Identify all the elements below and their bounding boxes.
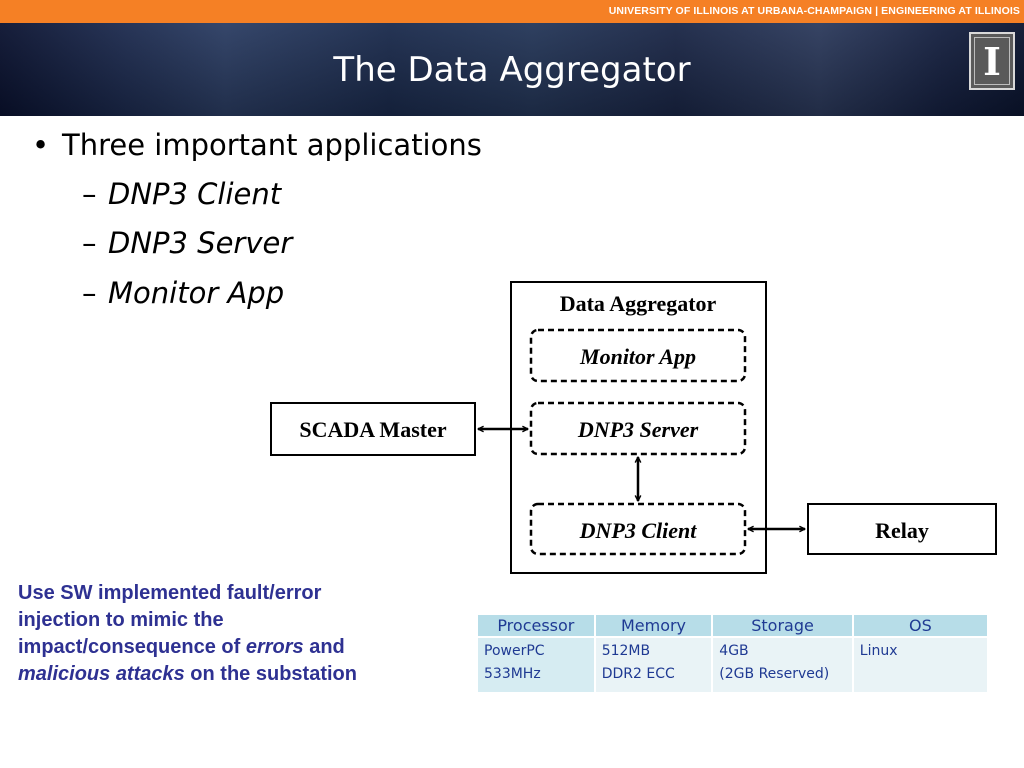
note-text-2: on the substation — [184, 663, 357, 685]
bullet-main: • Three important applications — [32, 128, 482, 162]
illinois-logo-icon: I — [969, 32, 1015, 90]
cell-line: PowerPC — [484, 643, 545, 659]
sub-bullet-dnp3-server: –DNP3 Server — [82, 226, 292, 260]
dash-marker: – — [82, 177, 97, 211]
monitor-app-label: Monitor App — [579, 344, 696, 369]
dnp3-client-box — [529, 502, 747, 556]
sub-bullet-text: Monitor App — [108, 276, 285, 310]
top-banner-bar: UNIVERSITY OF ILLINOIS AT URBANA-CHAMPAI… — [0, 0, 1024, 23]
header-storage: Storage — [711, 613, 854, 638]
relay-label: Relay — [875, 518, 929, 543]
scada-master-box — [270, 402, 476, 456]
dash-marker: – — [82, 276, 97, 310]
note-errors: errors — [245, 636, 304, 658]
sub-bullet-text: DNP3 Client — [108, 177, 282, 211]
sub-bullet-text: DNP3 Server — [108, 226, 293, 260]
bullet-main-text: Three important applications — [62, 128, 482, 162]
cell-line: Linux — [859, 643, 898, 659]
cell-line: DDR2 ECC — [601, 666, 675, 682]
cell-line: 533MHz — [484, 666, 541, 682]
note-malicious-attacks: malicious attacks — [18, 663, 185, 685]
university-banner-text: UNIVERSITY OF ILLINOIS AT URBANA-CHAMPAI… — [608, 5, 1020, 17]
title-banner — [0, 23, 1024, 116]
bullet-dot-icon: • — [32, 128, 50, 162]
cell-line: 512MB — [601, 643, 651, 659]
cell-line: (2GB Reserved) — [719, 666, 830, 682]
logo-letter: I — [974, 37, 1010, 85]
data-aggregator-label: Data Aggregator — [560, 291, 717, 316]
header-memory: Memory — [593, 613, 714, 638]
cell-storage: 4GB (2GB Reserved) — [711, 636, 854, 694]
cell-memory: 512MB DDR2 ECC — [593, 636, 714, 694]
dash-marker: – — [82, 226, 97, 260]
dnp3-server-box — [529, 401, 747, 456]
table-row: PowerPC 533MHz 512MB DDR2 ECC 4GB (2GB R… — [476, 636, 990, 694]
note-text-and: and — [303, 636, 345, 658]
sub-bullet-dnp3-client: –DNP3 Client — [82, 177, 281, 211]
hardware-spec-table: Processor Memory Storage OS PowerPC 533M… — [476, 613, 990, 694]
relay-box — [807, 503, 997, 555]
table-header-row: Processor Memory Storage OS — [476, 613, 990, 638]
cell-line: 4GB — [719, 643, 749, 659]
cell-processor: PowerPC 533MHz — [476, 636, 596, 694]
cell-os: Linux — [851, 636, 990, 694]
sub-bullet-monitor-app: –Monitor App — [82, 276, 284, 310]
dnp3-client-label: DNP3 Client — [579, 518, 698, 543]
header-processor: Processor — [476, 613, 596, 638]
note-text-1: Use SW implemented fault/error injection… — [18, 582, 322, 658]
dnp3-server-label: DNP3 Server — [577, 417, 699, 442]
slide-title: The Data Aggregator — [333, 50, 691, 90]
fault-injection-note: Use SW implemented fault/error injection… — [18, 580, 378, 688]
monitor-app-box — [529, 328, 747, 383]
scada-master-label: SCADA Master — [299, 417, 446, 442]
header-os: OS — [851, 613, 990, 638]
